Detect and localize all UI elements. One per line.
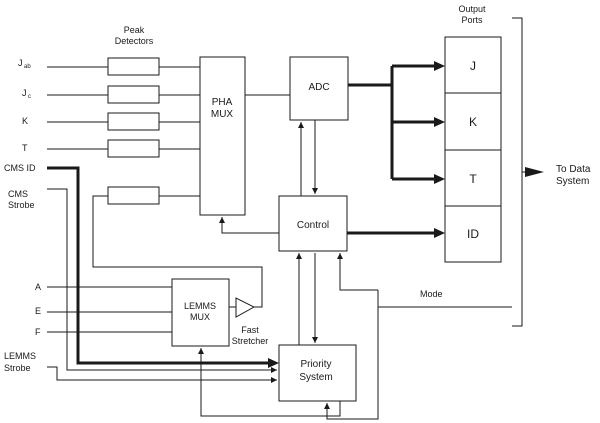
lemms-mux-label-line2: MUX xyxy=(190,312,210,322)
mode-label: Mode xyxy=(420,289,443,299)
peak-detectors-label-line2: Detectors xyxy=(115,36,154,46)
output-port-t xyxy=(444,149,502,207)
adc-label: ADC xyxy=(308,82,329,93)
input-label-t: T xyxy=(22,143,28,153)
fast-stretcher-amp xyxy=(235,297,256,318)
arrowhead-port-t xyxy=(434,174,445,184)
fast-stretcher-label-line2: Stretcher xyxy=(232,336,269,346)
input-label-lemms-strobe-line2: Strobe xyxy=(4,363,31,373)
input-label-f: F xyxy=(35,327,41,337)
lemms-mux-block xyxy=(171,278,230,347)
port-id-label: ID xyxy=(467,227,479,241)
to-data-system-label-line2: System xyxy=(556,176,589,187)
to-data-system-label-line1: To Data xyxy=(556,164,591,175)
peak-detector-k xyxy=(107,112,160,131)
output-bracket xyxy=(512,17,523,327)
wire-mode-to-priority xyxy=(324,290,379,420)
wire-priority-to-lemms-mux xyxy=(198,348,341,417)
wire-lemms-strobe xyxy=(47,366,277,383)
svg-text:ab: ab xyxy=(24,64,31,70)
input-label-jab: J ab xyxy=(18,58,31,70)
port-t-label: T xyxy=(469,172,477,186)
svg-text:J: J xyxy=(18,58,23,68)
output-port-k xyxy=(444,92,502,151)
pha-mux-label-line2: MUX xyxy=(211,109,234,120)
adc-block xyxy=(289,56,349,121)
priority-system-label-line2: System xyxy=(299,372,332,383)
input-label-cms-strobe-line1: CMS xyxy=(8,189,28,199)
bus-cms-id xyxy=(47,166,270,365)
svg-text:J: J xyxy=(22,88,27,98)
input-label-cms-strobe-line2: Strobe xyxy=(8,200,35,210)
pha-mux-block xyxy=(199,56,246,216)
wire-mode-to-control xyxy=(337,253,378,291)
pha-mux-label-line1: PHA xyxy=(212,97,233,108)
arrowhead-port-j xyxy=(434,61,445,71)
input-label-e: E xyxy=(35,306,41,316)
peak-detector-lemms xyxy=(107,186,160,205)
control-block xyxy=(278,195,348,252)
arrowhead-port-id xyxy=(434,228,445,238)
peak-detector-jc xyxy=(107,85,160,104)
arrowhead-port-k xyxy=(434,117,445,127)
arrowhead-to-data-system xyxy=(525,167,544,177)
wire-cms-strobe xyxy=(47,188,277,373)
input-label-jc: J c xyxy=(22,88,31,100)
arrowhead-cms-id xyxy=(268,358,279,368)
output-ports-label-line2: Ports xyxy=(461,15,483,25)
peak-detector-jab xyxy=(107,57,160,76)
peak-detector-t xyxy=(107,139,160,158)
priority-system-block xyxy=(278,344,357,402)
output-port-id xyxy=(444,205,502,263)
fast-stretcher-label-line1: Fast xyxy=(241,325,259,335)
input-label-cms-id: CMS ID xyxy=(4,163,36,173)
input-label-k: K xyxy=(22,116,28,126)
output-port-j xyxy=(444,36,502,94)
output-ports-label-line1: Output xyxy=(458,4,486,14)
svg-text:c: c xyxy=(28,94,31,100)
control-label: Control xyxy=(297,220,329,231)
lemms-mux-label-line1: LEMMS xyxy=(184,301,216,311)
input-label-lemms-strobe-line1: LEMMS xyxy=(4,351,36,361)
wire-control-to-pha xyxy=(219,217,279,234)
priority-system-label-line1: Priority xyxy=(300,359,331,370)
input-label-a: A xyxy=(35,282,41,292)
wire-stretcher-to-peak-detector xyxy=(92,195,263,308)
port-k-label: K xyxy=(469,115,477,129)
peak-detectors-label-line1: Peak xyxy=(124,25,145,35)
port-j-label: J xyxy=(470,59,476,73)
